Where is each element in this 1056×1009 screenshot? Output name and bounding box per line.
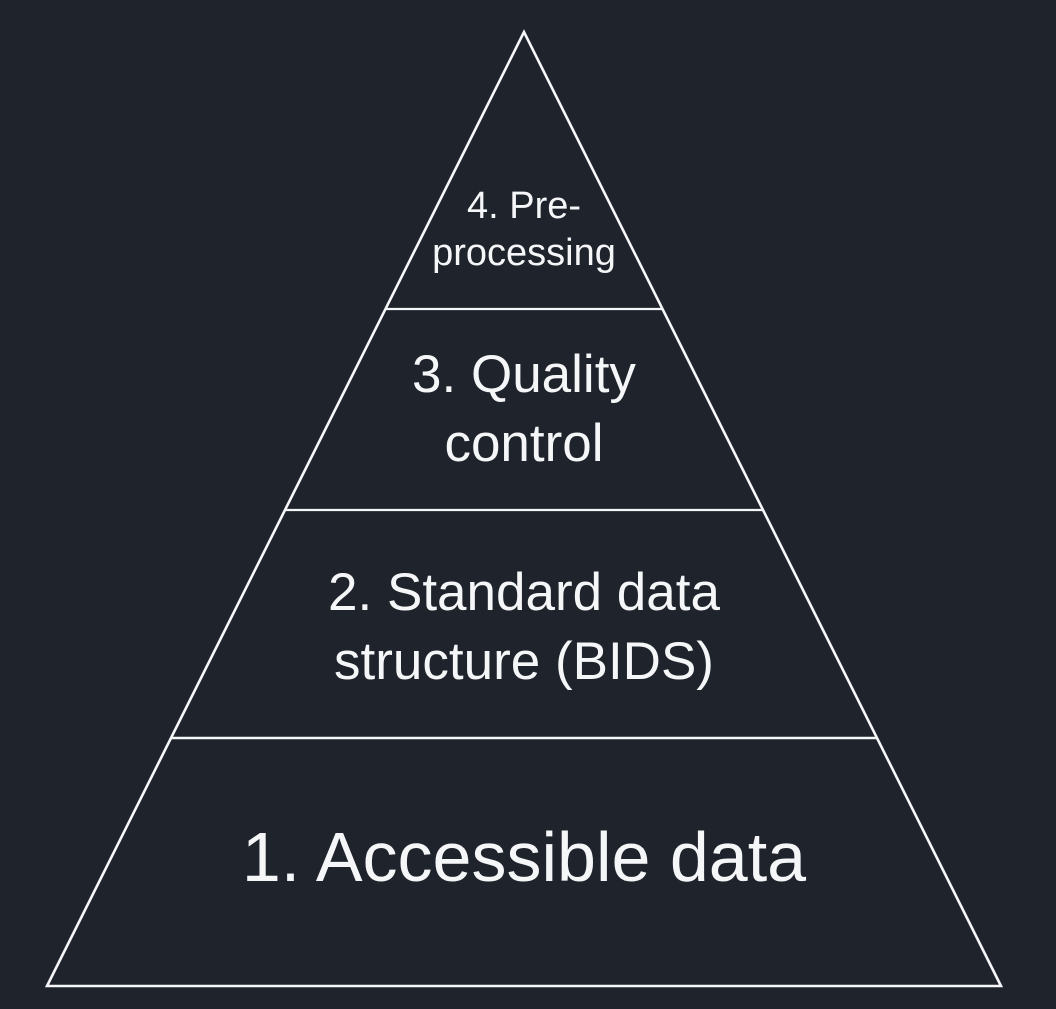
pyramid-level-2-label: 2. Standard data structure (BIDS) [328, 558, 720, 696]
pyramid-level-3-label: 3. Quality control [412, 340, 636, 478]
level-3-line-2: control [444, 414, 604, 473]
level-3-line-1: 3. Quality [412, 345, 636, 404]
level-1-line-1: 1. Accessible data [241, 818, 807, 896]
level-2-line-2: structure (BIDS) [334, 632, 714, 691]
level-4-line-1: 4. Pre- [466, 185, 582, 227]
level-2-line-1: 2. Standard data [328, 563, 720, 622]
pyramid-level-1-label: 1. Accessible data [242, 820, 806, 894]
level-4-line-2: processing [432, 232, 616, 274]
pyramid-level-4-label: 4. Pre- processing [432, 183, 616, 277]
